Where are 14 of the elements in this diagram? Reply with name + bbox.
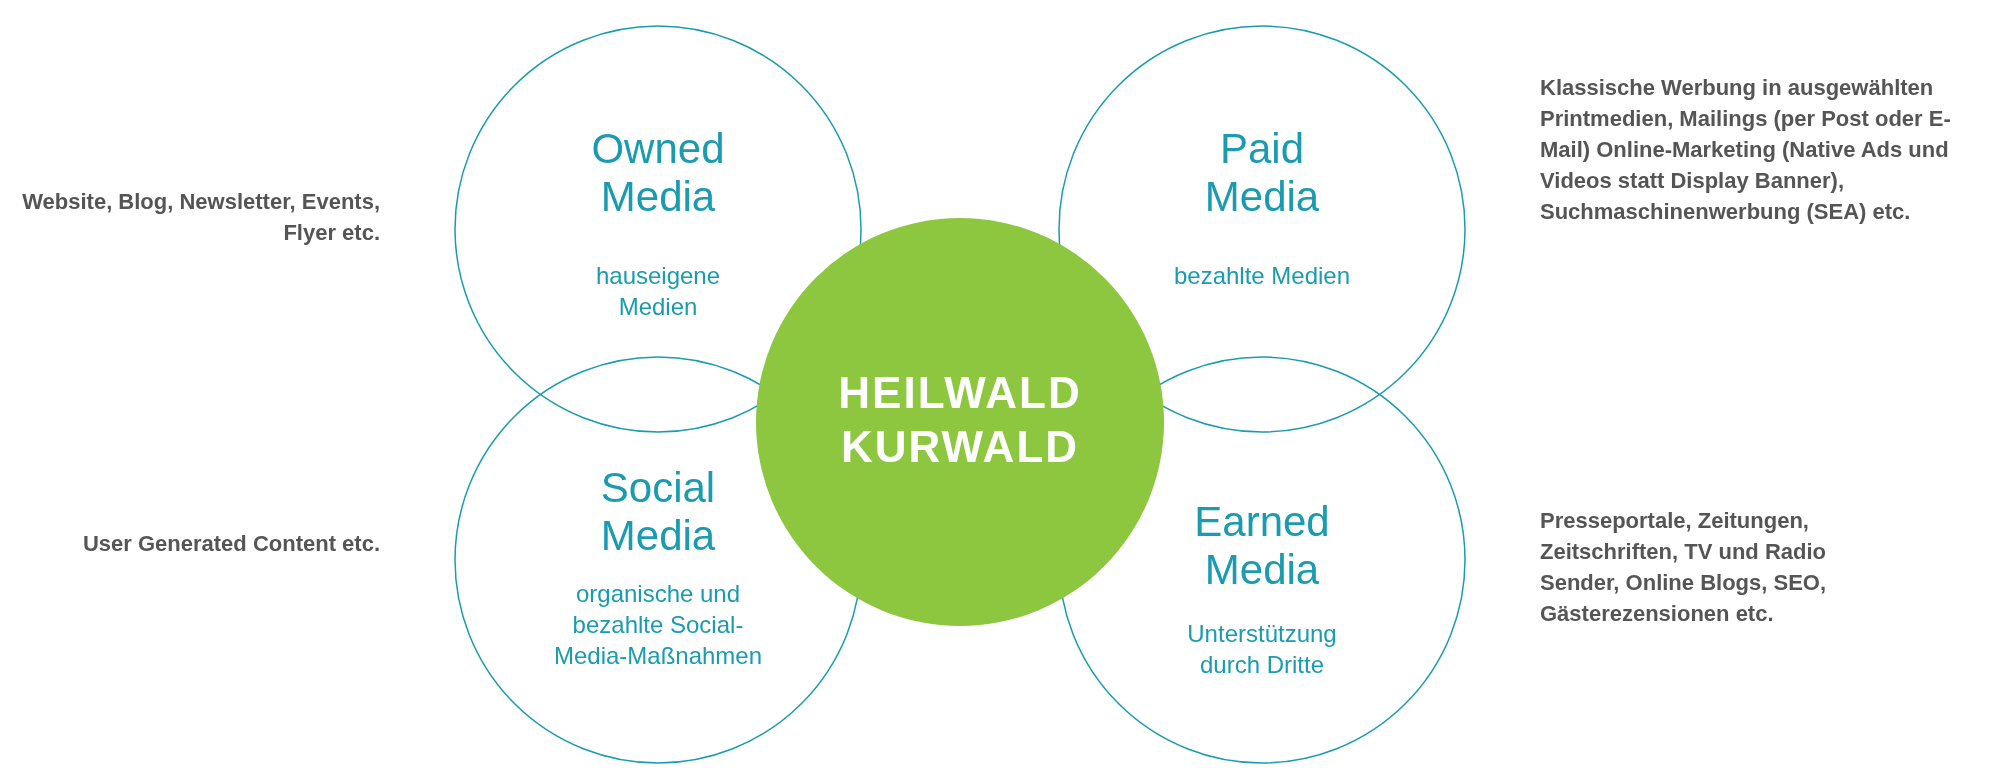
description-text: Presseportale, Zeitungen, Zeitschriften, TV und Radio Sender, Online Blogs, SEO, Gästerezensionen etc.: [1540, 507, 1828, 628]
description-text: Klassische Werbung in ausgewählten Printmedien, Mailings (per Post oder E-Mail) Online-Marketing (Native Ads und Videos statt Display Banner), Suchmaschinenwerbung (SEA) etc.: [1540, 74, 1952, 226]
center-circle: [756, 218, 1164, 626]
description-text: Website, Blog, Newsletter, Events, Flyer etc.: [21, 188, 380, 247]
circle-subtitle: Unterstützung durch Dritte: [1186, 619, 1338, 680]
circle-title: Owned Media: [590, 125, 726, 221]
circle-subtitle: hauseigene Medien: [594, 261, 722, 322]
circle-title: Social Media: [599, 464, 717, 560]
center-title: HEILWALD KURWALD: [837, 367, 1083, 473]
description-text: User Generated Content etc.: [81, 530, 380, 558]
circle-title: Earned Media: [1193, 498, 1331, 594]
circle-title: Paid Media: [1203, 125, 1321, 221]
circle-subtitle: bezahlte Medien: [1172, 261, 1352, 291]
circle-subtitle: organische und bezahlte Social-Media-Maßnahmen: [553, 579, 763, 671]
